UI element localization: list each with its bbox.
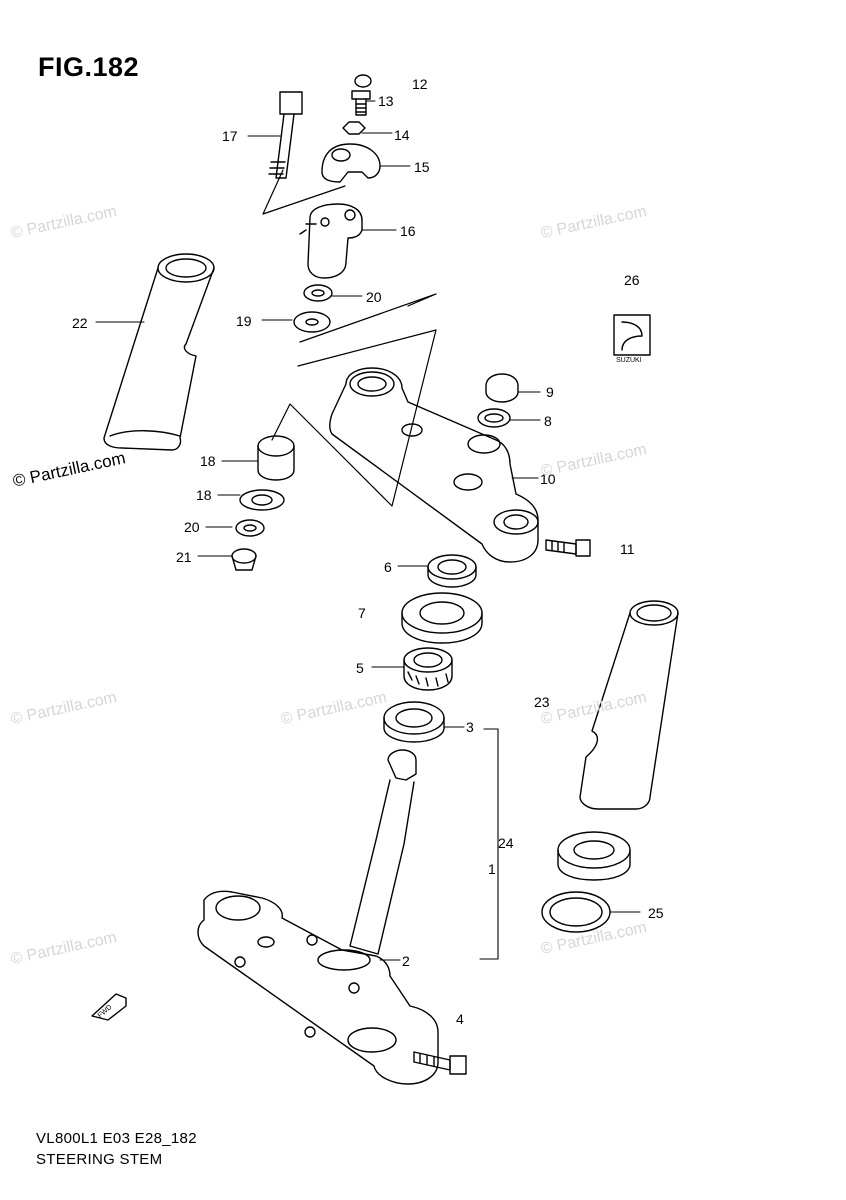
callout-20-lower: 20 [184, 519, 200, 535]
part-1-steering-stem [197, 749, 439, 1085]
part-24-ring [557, 831, 631, 881]
callout-17: 17 [222, 128, 238, 144]
part-10-upper-bracket [329, 367, 539, 563]
part-20-washer [303, 284, 333, 302]
figure-title: FIG.182 [38, 52, 140, 82]
callout-7: 7 [358, 605, 366, 621]
callout-8: 8 [544, 413, 552, 429]
part-11-bolt [545, 539, 591, 557]
part-5-bearing [403, 647, 453, 691]
part-12-cap [354, 74, 372, 88]
model-code: VL800L1 E03 E28_182 [36, 1130, 197, 1147]
callout-10: 10 [540, 471, 556, 487]
part-3-race [383, 701, 445, 743]
part-19-washer-lower [239, 489, 285, 511]
part-20-washer-lower [235, 519, 265, 537]
part-7-seal [401, 592, 483, 644]
fwd-arrow-icon: FWD [91, 993, 127, 1021]
part-8-washer [477, 408, 511, 428]
callout-21: 21 [176, 549, 192, 565]
callout-23: 23 [534, 694, 550, 710]
part-9-cap-nut [485, 373, 519, 403]
callout-16: 16 [400, 223, 416, 239]
callout-13: 13 [378, 93, 394, 109]
callout-14: 14 [394, 127, 410, 143]
callout-4: 4 [456, 1011, 464, 1027]
callout-11: 11 [620, 541, 635, 557]
callout-24: 24 [498, 835, 514, 851]
part-17-bolt [268, 91, 303, 179]
part-16-holder [299, 203, 363, 279]
part-18-bushing [257, 435, 295, 481]
part-23-fork-cover [579, 600, 679, 810]
callout-3: 3 [466, 719, 474, 735]
leader-lines [95, 100, 641, 961]
callout-6: 6 [384, 559, 392, 575]
part-6-ring-nut [427, 554, 477, 588]
callout-2: 2 [402, 953, 410, 969]
callout-26: 26 [624, 272, 640, 288]
callout-20-top: 20 [366, 289, 382, 305]
part-26-emblem: SUZUKI [613, 314, 651, 364]
part-15-clamp [321, 143, 381, 183]
callout-5: 5 [356, 660, 364, 676]
callout-9: 9 [546, 384, 554, 400]
part-4-bolt [413, 1051, 467, 1075]
emblem-text: SUZUKI [616, 357, 642, 364]
section-name: STEERING STEM [36, 1151, 163, 1168]
part-25-washer [541, 891, 611, 933]
part-14-nut [342, 121, 366, 135]
part-22-fork-cover [103, 253, 215, 451]
callout-18-b: 18 [196, 487, 212, 503]
callout-18-a: 18 [200, 453, 216, 469]
callout-12: 12 [412, 76, 428, 92]
callout-15: 15 [414, 159, 430, 175]
callout-25: 25 [648, 905, 664, 921]
callout-1: 1 [488, 861, 496, 877]
callout-19-top: 19 [236, 313, 252, 329]
part-19-washer [293, 311, 331, 333]
part-13-bolt [351, 90, 371, 116]
callout-22: 22 [72, 315, 88, 331]
part-21-nut [231, 548, 257, 571]
